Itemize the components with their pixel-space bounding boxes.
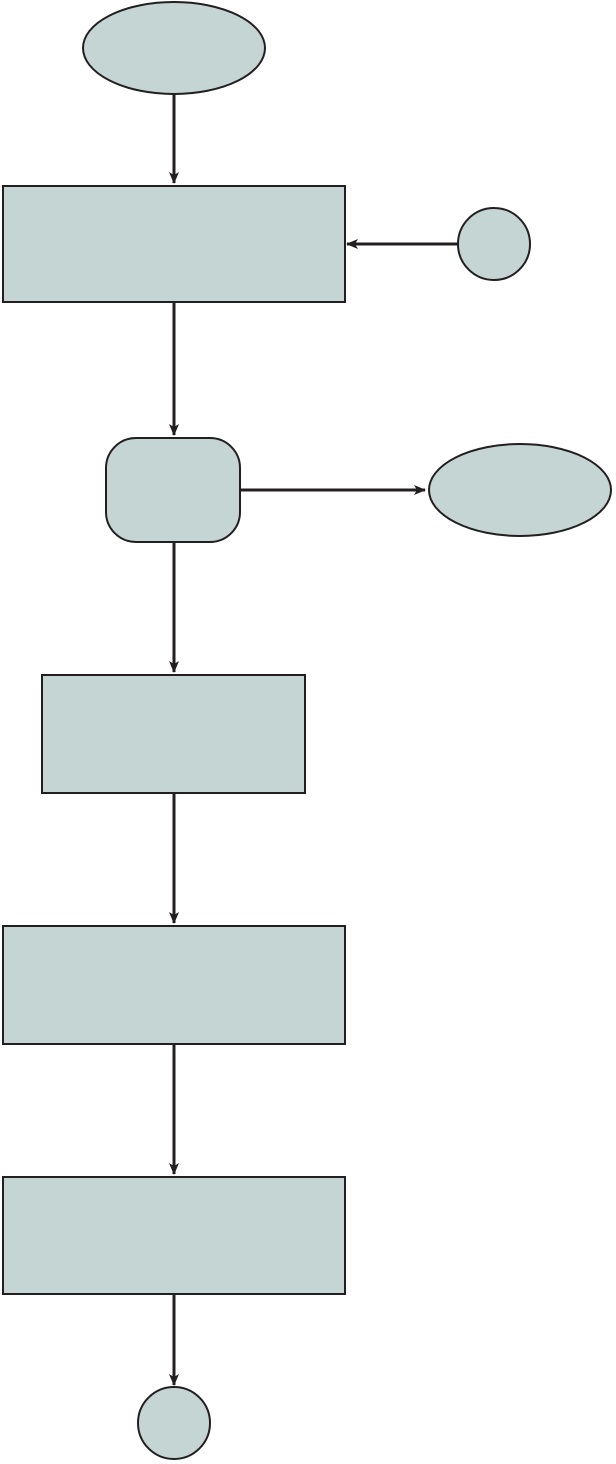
process-4-shape bbox=[2, 1176, 346, 1295]
process-4 bbox=[2, 1176, 346, 1295]
side-output-oval-shape bbox=[428, 443, 612, 537]
end-circle bbox=[137, 1386, 211, 1460]
process-1-shape bbox=[2, 185, 346, 303]
edges bbox=[169, 94, 458, 1386]
process-1 bbox=[2, 185, 346, 303]
side-input-circle-shape bbox=[457, 207, 531, 281]
process-3-shape bbox=[2, 925, 346, 1045]
process-3 bbox=[2, 925, 346, 1045]
side-input-circle bbox=[457, 207, 531, 281]
side-output-oval bbox=[428, 443, 612, 537]
decision bbox=[105, 437, 241, 543]
process-2 bbox=[41, 674, 306, 794]
process-2-shape bbox=[41, 674, 306, 794]
end-circle-shape bbox=[137, 1386, 211, 1460]
start-oval bbox=[82, 1, 266, 95]
start-oval-shape bbox=[82, 1, 266, 95]
decision-shape bbox=[105, 437, 241, 543]
